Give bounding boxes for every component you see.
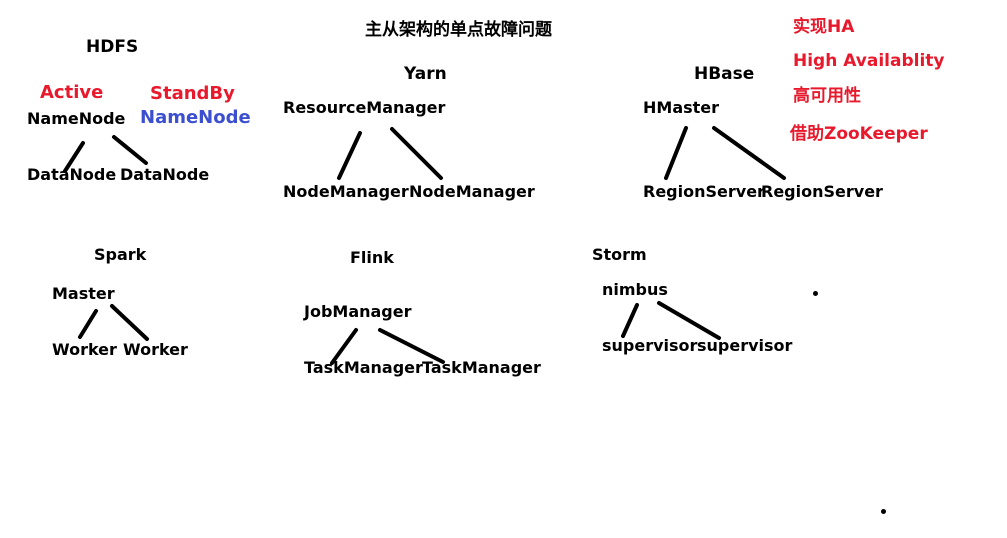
spark-title: Spark (94, 245, 147, 264)
hbase-connector-left (664, 126, 688, 180)
yarn-nodemanager-2: NodeManager (409, 182, 535, 201)
spark-master: Master (52, 284, 115, 303)
storm-title: Storm (592, 245, 647, 264)
flink-jobmanager: JobManager (304, 302, 412, 321)
hbase-hmaster: HMaster (643, 98, 720, 117)
hbase-title: HBase (694, 64, 755, 84)
storm-nimbus: nimbus (602, 280, 668, 299)
note-high-availability: High Availablity (793, 51, 945, 71)
spark-worker-1: Worker (52, 340, 117, 359)
hdfs-connector-right (112, 135, 148, 165)
hbase-regionserver-2: RegionServer (761, 182, 883, 201)
flink-taskmanager-1: TaskManager (304, 358, 423, 377)
diagram-title: 主从架构的单点故障问题 (365, 20, 552, 40)
hdfs-namenode-active: NameNode (27, 109, 126, 128)
note-gaokeyong: 高可用性 (793, 86, 861, 106)
storm-connector-right (657, 301, 721, 340)
storm-supervisor-1: supervisor (602, 336, 698, 355)
flink-taskmanager-2: TaskManager (422, 358, 541, 377)
hdfs-title: HDFS (86, 37, 139, 57)
yarn-connector-left (337, 131, 362, 180)
hdfs-connector-left (63, 141, 85, 173)
hbase-regionserver-1: RegionServer (643, 182, 765, 201)
storm-connector-left (621, 303, 639, 338)
hdfs-datanode-2: DataNode (120, 165, 210, 184)
spark-connector-left (78, 309, 98, 339)
flink-connector-left (330, 328, 358, 365)
stray-dot (813, 291, 818, 296)
yarn-nodemanager-1: NodeManager (283, 182, 409, 201)
stray-dot (881, 509, 886, 514)
hdfs-namenode-standby: NameNode (140, 107, 251, 128)
hbase-connector-right (712, 126, 786, 180)
yarn-resourcemanager: ResourceManager (283, 98, 446, 117)
storm-supervisor-2: supervisor (697, 336, 793, 355)
flink-title: Flink (350, 248, 394, 267)
note-zookeeper: 借助ZooKeeper (790, 124, 928, 144)
note-ha: 实现HA (793, 17, 855, 37)
spark-connector-right (110, 304, 149, 341)
spark-worker-2: Worker (123, 340, 188, 359)
yarn-title: Yarn (404, 64, 447, 84)
flink-connector-right (378, 328, 445, 364)
hdfs-standby-label: StandBy (150, 83, 235, 104)
yarn-connector-right (390, 127, 443, 180)
hdfs-datanode-1: DataNode (27, 165, 117, 184)
hdfs-active-label: Active (40, 82, 104, 103)
